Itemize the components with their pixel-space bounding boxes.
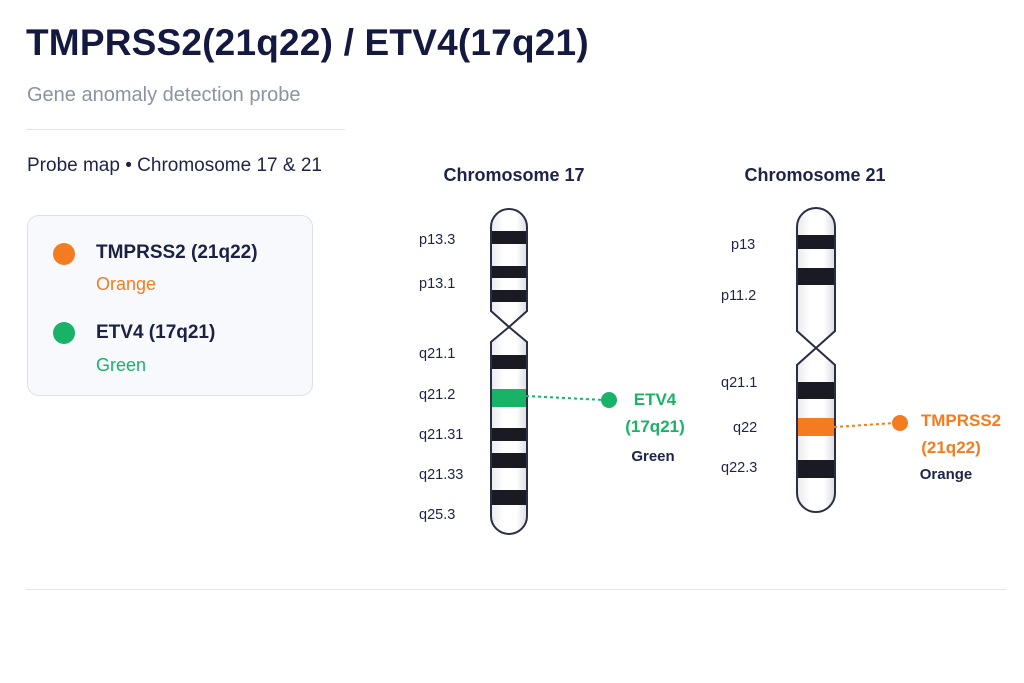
footer-divider [26,589,1006,590]
etv4-callout-line [525,395,605,401]
legend-gene-name: TMPRSS2 (21q22) [96,242,258,263]
chromosome-21-title: Chromosome 21 [744,165,885,185]
chr21-band-label: q21.1 [721,375,757,391]
chr21-band [798,268,834,285]
header-divider [26,129,345,130]
chr17-band-label: q21.1 [419,346,455,362]
chr17-band-label: q21.2 [419,387,455,403]
legend-color-name: Green [96,355,147,375]
chromosome-17-title: Chromosome 17 [443,165,584,185]
chr17-band-label: p13.1 [419,276,455,292]
probe-legend: TMPRSS2 (21q22) Orange ETV4 (17q21) Gree… [27,215,313,396]
legend-gene-name: ETV4 (17q21) [96,322,216,343]
chr17-band [492,490,526,505]
chr17-band [492,266,526,278]
chr17-band [492,453,526,468]
etv4-callout-color: Green [631,448,674,465]
section-label: Probe map • Chromosome 17 & 21 [27,155,322,176]
page-subtitle: Gene anomaly detection probe [27,84,301,106]
orange-dot-icon [53,243,75,265]
chr17-band-label: q25.3 [419,507,455,523]
chromosome-17: Chromosome 17 p13.3 p13.1 q21.1 q21.2 q2… [419,165,685,535]
tmprss2-callout-color: Orange [920,466,973,483]
chr21-tmprss2-probe-band [798,418,834,436]
tmprss2-callout-line [833,422,896,428]
etv4-callout-gene: ETV4 [634,390,677,409]
etv4-callout-locus: (17q21) [625,417,685,436]
chr17-band [492,355,526,369]
chr21-band-label: p13 [731,237,755,253]
chr21-band-label: q22.3 [721,460,757,476]
chr17-band-label: q21.31 [419,427,463,443]
chr21-band-label: p11.2 [721,288,756,304]
page-title: TMPRSS2(21q22) / ETV4(17q21) [26,22,589,63]
green-dot-icon [601,392,617,408]
tmprss2-callout-locus: (21q22) [921,438,981,457]
tmprss2-callout-gene: TMPRSS2 [921,411,1001,430]
chr21-band [798,235,834,249]
chr17-band [492,231,526,244]
chr17-etv4-probe-band [492,389,526,407]
chromosome-21: Chromosome 21 p13 p11.2 q21.1 q22 q22.3 … [721,165,1001,513]
chr17-band-label: q21.33 [419,467,463,483]
chr17-band-label: p13.3 [419,232,455,248]
chr21-band [798,460,834,478]
chr21-band [798,382,834,399]
orange-dot-icon [892,415,908,431]
legend-color-name: Orange [96,274,157,294]
chr17-band [492,290,526,302]
chr21-band-label: q22 [733,420,757,436]
chr17-band [492,428,526,441]
green-dot-icon [53,322,75,344]
